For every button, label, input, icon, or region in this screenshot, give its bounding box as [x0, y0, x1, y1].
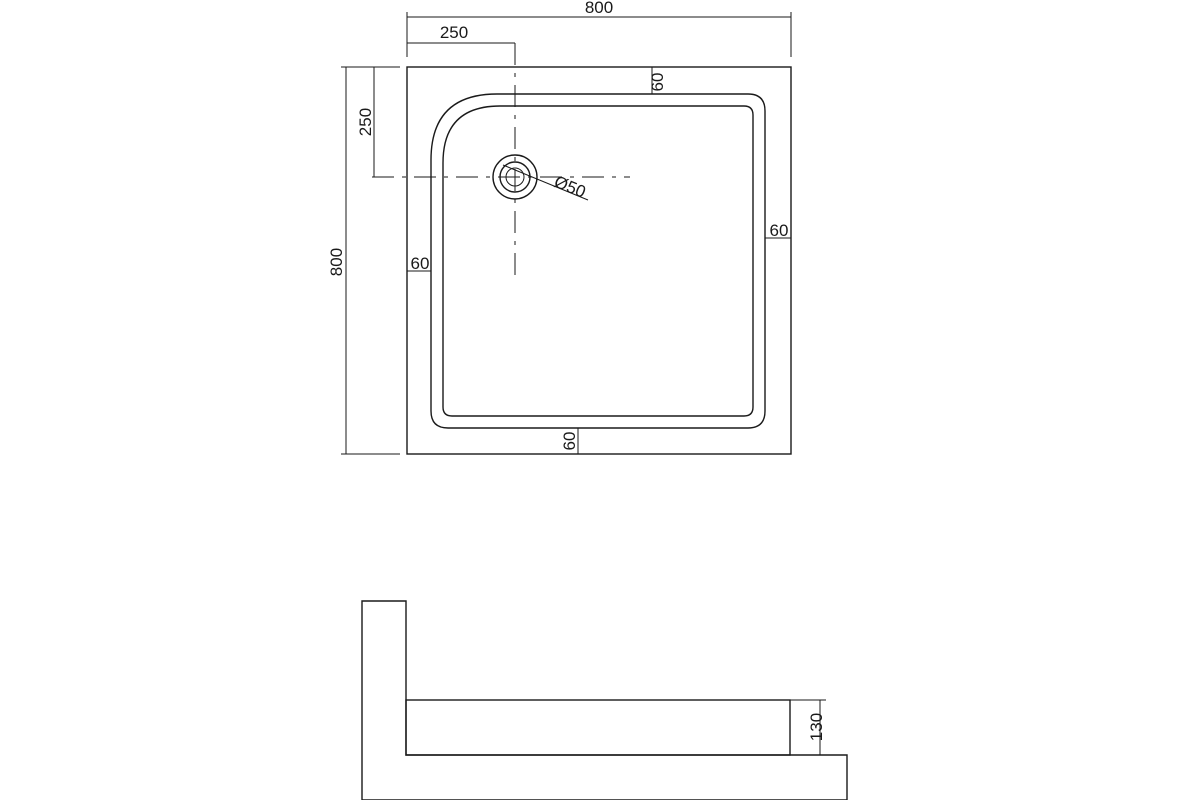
tray-section [405, 699, 791, 756]
dim-total-width: 800 [585, 0, 613, 17]
dim-tray-height: 130 [807, 713, 826, 741]
drain-diameter-leader [502, 164, 589, 201]
dim-rim-left: 60 [411, 254, 430, 273]
dim-drain-offset-x: 250 [440, 23, 468, 42]
rim-inner-contour [442, 105, 754, 417]
dim-rim-bottom: 60 [560, 432, 579, 451]
dim-rim-right: 60 [770, 221, 789, 240]
dim-rim-top: 60 [648, 73, 667, 92]
wall-floor-section [361, 600, 848, 800]
rim-outer-contour [430, 93, 766, 429]
tray-outline [406, 66, 792, 455]
top-view: Ø50 800 250 800 250 60 60 60 60 [327, 0, 792, 455]
section-view: 130 [361, 600, 848, 800]
dim-total-height: 800 [327, 248, 346, 276]
drain-icon [492, 154, 538, 200]
dim-drain-offset-y: 250 [356, 108, 375, 136]
